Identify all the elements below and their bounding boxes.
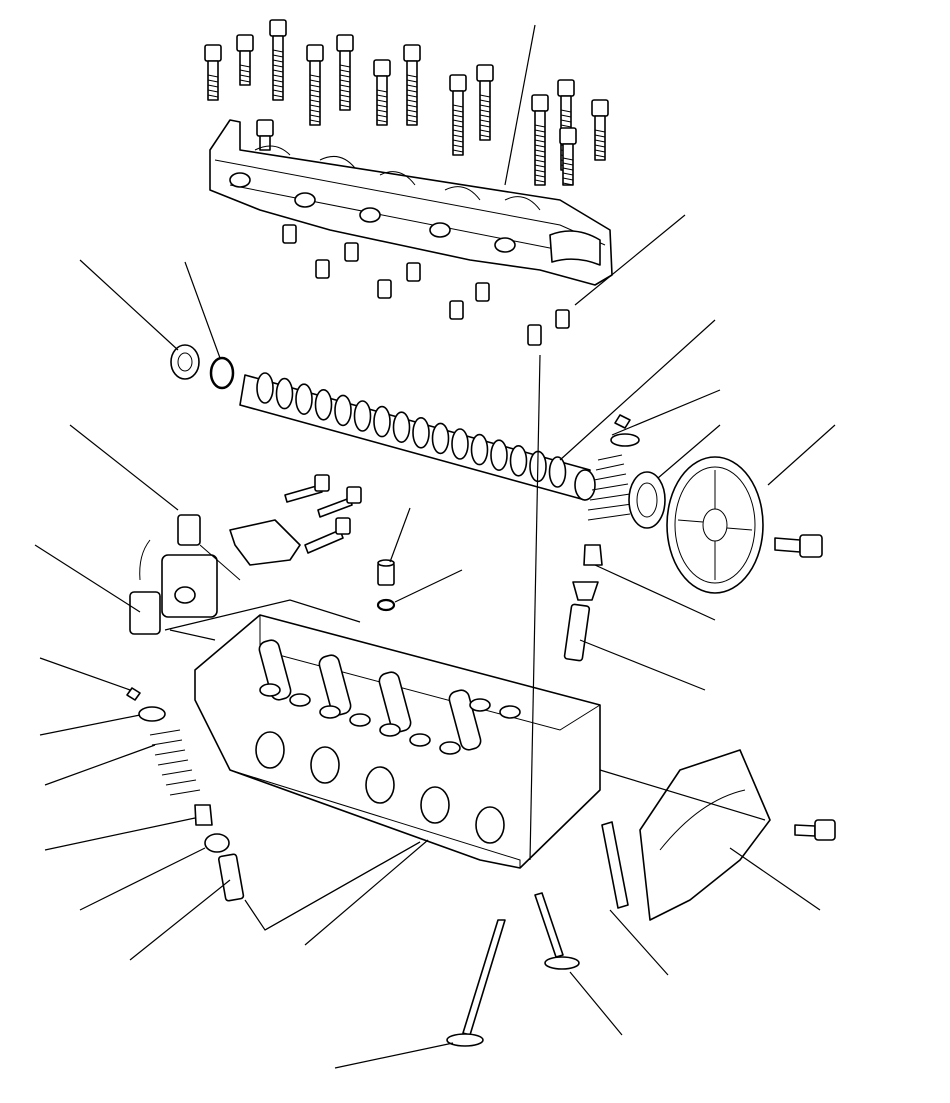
valve-spring-top: [289, 693, 311, 707]
head-bolt: [336, 34, 354, 111]
cam-lobe: [509, 444, 528, 477]
leader-line: [729, 847, 821, 911]
head-bolt: [256, 119, 274, 151]
head-bolt: [373, 59, 391, 126]
head-port: [475, 806, 505, 844]
leader-line: [39, 657, 131, 691]
leader-line: [611, 389, 721, 436]
cam-lobe: [470, 433, 489, 466]
head-bolt: [476, 64, 494, 141]
leader-line: [569, 971, 623, 1036]
cam-lobe: [490, 439, 508, 472]
valve-lifter-bore: [378, 671, 412, 733]
cam-lobe: [334, 394, 352, 427]
head-bolt: [591, 99, 609, 161]
head-port: [365, 766, 395, 804]
leader-line: [657, 424, 721, 479]
valve-train-right: [563, 414, 666, 662]
valve-lifter-bore: [318, 654, 352, 716]
leader-line: [334, 1042, 454, 1069]
leader-line: [529, 354, 541, 861]
leader-line: [44, 817, 196, 851]
head-bolt: [236, 34, 254, 86]
leader-line: [44, 744, 156, 786]
sealing-washer: [376, 598, 396, 612]
back-cover: [639, 749, 771, 921]
head-bolt: [269, 19, 287, 101]
camshaft-seal: [170, 344, 200, 380]
leader-lines: [34, 24, 836, 1069]
leader-line: [79, 847, 206, 911]
cam-lobe: [548, 456, 567, 488]
cam-lobe: [256, 372, 274, 404]
cam-lobe: [451, 428, 469, 460]
leader-line: [304, 839, 429, 946]
leader-line: [69, 424, 179, 511]
cam-lobe: [412, 416, 430, 449]
dowel-pins: [282, 224, 570, 346]
camshaft-pulley: [666, 456, 764, 594]
cover-bolt: [794, 819, 836, 841]
leader-line: [559, 319, 716, 461]
valve-spring-top: [259, 683, 281, 697]
leader-line: [79, 259, 179, 351]
head-bolt: [403, 44, 421, 126]
cam-lobe: [373, 405, 391, 438]
valve-lifter-bore: [448, 689, 482, 751]
leader-line: [504, 24, 536, 186]
leader-line: [39, 714, 141, 736]
cam-lobe: [392, 411, 411, 444]
valve-spring-top: [319, 705, 341, 719]
head-bolt-group: [204, 19, 609, 186]
leader-line: [34, 544, 141, 613]
cam-lobe: [275, 377, 294, 410]
cam-lobe: [353, 400, 372, 432]
leader-line: [594, 564, 716, 621]
intake-valve: [446, 919, 506, 1047]
leader-line: [599, 769, 766, 821]
head-port: [420, 786, 450, 824]
leader-line: [389, 507, 411, 563]
cylinder-head: [194, 614, 601, 869]
head-bolt: [531, 94, 549, 186]
leader-line: [394, 569, 463, 603]
head-bolt: [306, 44, 324, 126]
head-port: [310, 746, 340, 784]
leader-line: [609, 909, 669, 976]
cam-lobe: [295, 383, 313, 416]
gasket-strip: [601, 821, 629, 909]
valve-spring-top: [439, 741, 461, 755]
cam-lobe: [431, 422, 450, 455]
cam-lobe: [314, 388, 333, 421]
head-bolt: [559, 127, 577, 186]
rocker-arm-assembly: [209, 119, 613, 286]
head-bolt: [449, 74, 467, 156]
leader-line: [164, 599, 361, 641]
leader-line: [767, 424, 836, 486]
o-ring: [209, 356, 235, 390]
valve-spring-top: [469, 698, 491, 712]
leader-line: [184, 261, 221, 359]
head-port: [255, 731, 285, 769]
leader-line: [129, 879, 231, 961]
valve-lifter-bore: [258, 639, 292, 701]
spool-valve: [129, 514, 301, 635]
filter-bolt: [377, 559, 395, 586]
spool-valve-bolts: [284, 474, 362, 554]
valve-spring-top: [349, 713, 371, 727]
camshaft: [239, 372, 596, 501]
valve-train-left: [126, 687, 245, 902]
leader-line: [244, 841, 421, 931]
valve-spring-top: [409, 733, 431, 747]
leader-line: [579, 639, 706, 691]
leader-line: [574, 214, 686, 306]
head-bolt: [204, 44, 222, 101]
valve-spring-top: [499, 705, 521, 719]
exhaust-valve: [534, 892, 580, 970]
pulley-bolt: [774, 534, 823, 558]
valve-spring-top: [379, 723, 401, 737]
